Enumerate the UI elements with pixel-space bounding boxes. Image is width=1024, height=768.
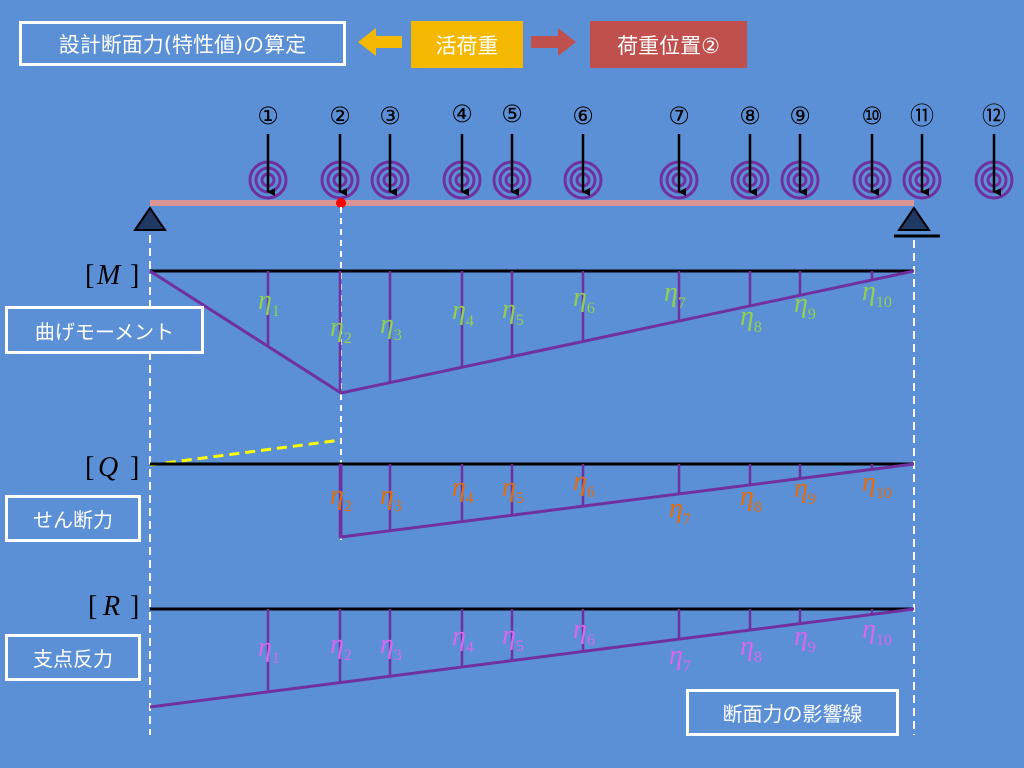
load-type-badge: 活荷重 — [411, 21, 523, 68]
section-point — [336, 198, 346, 208]
svg-text:]: ] — [130, 260, 139, 291]
reaction-eta-label: η1 — [258, 632, 280, 667]
load-6: ⑥ — [563, 102, 603, 200]
right-support-icon — [894, 206, 940, 238]
moment-eta-label: η3 — [380, 309, 402, 344]
reaction-label: 支点反力 — [5, 634, 141, 681]
load-8: ⑧ — [730, 102, 770, 200]
reaction-eta-label: η5 — [502, 620, 524, 655]
load-marker-8: ⑧ — [739, 102, 761, 130]
shear-eta-label: η7 — [669, 493, 691, 528]
shear-influence-line — [339, 462, 915, 539]
shear-label: せん断力 — [5, 495, 141, 542]
load-marker-11: ⑪ — [910, 102, 934, 130]
load-5: ⑤ — [492, 100, 532, 200]
reaction-eta-label: η3 — [380, 629, 402, 664]
shear-eta-label: η2 — [330, 480, 352, 515]
influence-line-label: 断面力の影響線 — [686, 689, 899, 736]
load-3: ③ — [370, 102, 410, 200]
moment-eta-label: η7 — [664, 277, 686, 312]
load-marker-9: ⑨ — [789, 102, 811, 130]
moment-label: 曲げモーメント — [5, 306, 204, 354]
svg-text:Q: Q — [98, 452, 118, 483]
shear-eta-label: η3 — [380, 480, 402, 515]
shear-symbol: [ Q ] — [85, 452, 139, 483]
load-marker-3: ③ — [379, 102, 401, 130]
shear-eta-label: η6 — [573, 466, 595, 501]
moment-influence-line — [149, 269, 915, 395]
load-marker-2: ② — [329, 102, 351, 130]
moment-eta-label: η9 — [794, 288, 816, 323]
svg-text:R: R — [102, 591, 120, 622]
load-marker-10: ⑩ — [861, 102, 883, 130]
svg-text:[: [ — [85, 452, 94, 483]
page-title: 設計断面力(特性値)の算定 — [19, 21, 346, 66]
moment-eta-label: η5 — [502, 294, 524, 329]
right-arrow-icon — [531, 28, 576, 56]
shear-eta-label: η5 — [502, 472, 524, 507]
moment-eta-label: η2 — [330, 312, 352, 347]
moment-eta-label: η10 — [862, 276, 892, 311]
load-11: ⑪ — [902, 102, 942, 200]
svg-text:M: M — [96, 260, 122, 291]
reaction-eta-label: η6 — [573, 614, 595, 649]
moment-eta-label: η6 — [573, 282, 595, 317]
reaction-eta-label: η9 — [794, 621, 816, 656]
load-10: ⑩ — [852, 102, 892, 200]
left-support-icon — [133, 206, 167, 231]
reaction-eta-label: η4 — [452, 621, 474, 656]
load-marker-7: ⑦ — [668, 102, 690, 130]
load-1: ① — [248, 102, 288, 200]
reaction-symbol: [ R ] — [88, 591, 139, 622]
svg-text:]: ] — [130, 591, 139, 622]
load-7: ⑦ — [659, 102, 699, 200]
left-arrow-icon — [358, 28, 402, 56]
load-9: ⑨ — [780, 102, 820, 200]
load-4: ④ — [442, 100, 482, 200]
reaction-eta-label: η2 — [330, 629, 352, 664]
load-2: ② — [320, 102, 360, 200]
shear-eta-label: η4 — [452, 472, 474, 507]
reaction-eta-label: η8 — [740, 631, 762, 666]
reaction-eta-label: η10 — [862, 614, 892, 649]
svg-text:]: ] — [130, 452, 139, 483]
load-marker-5: ⑤ — [501, 100, 523, 128]
shear-left-dashed-line — [149, 438, 342, 467]
shear-eta-label: η9 — [794, 473, 816, 508]
moment-eta-label: η8 — [740, 301, 762, 336]
load-marker-1: ① — [257, 102, 279, 130]
reaction-influence-line — [149, 607, 915, 709]
moment-eta-label: η1 — [258, 285, 280, 320]
shear-eta-label: η8 — [740, 481, 762, 516]
load-marker-4: ④ — [451, 100, 473, 128]
load-12: ⑫ — [974, 102, 1014, 200]
svg-text:[: [ — [88, 591, 97, 622]
load-position-badge: 荷重位置② — [590, 21, 747, 68]
moment-symbol: [ M ] — [85, 260, 139, 291]
shear-eta-label: η10 — [862, 467, 892, 502]
svg-text:[: [ — [85, 260, 94, 291]
load-marker-12: ⑫ — [982, 102, 1006, 130]
moment-eta-label: η4 — [452, 295, 474, 330]
reaction-eta-label: η7 — [669, 640, 691, 675]
load-marker-6: ⑥ — [572, 102, 594, 130]
